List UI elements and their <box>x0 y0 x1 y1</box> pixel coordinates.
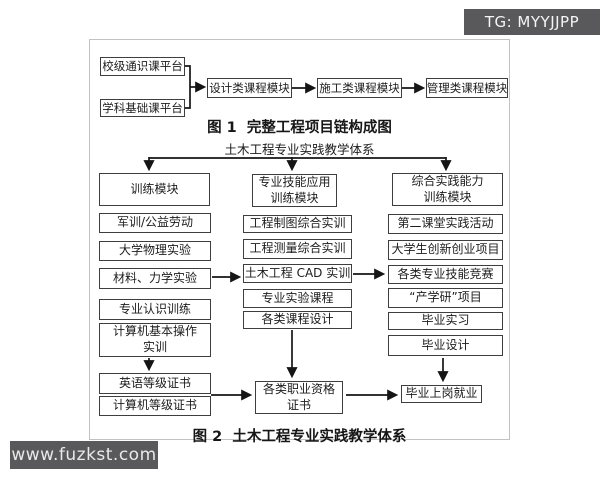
figure2-title: 土木工程专业实践教学体系 <box>224 142 375 157</box>
header-line: 综合实践能力 <box>411 173 484 188</box>
node-material-mechanics-experiment: 材料、力学实验 <box>99 268 211 289</box>
header-line: 训练模块 <box>270 190 319 205</box>
node-line: 证书 <box>286 397 311 412</box>
node-computer-basic-operation: 计算机基本操作 实训 <box>99 323 211 357</box>
node-military-training: 军训/公益劳动 <box>99 213 211 233</box>
node-vocational-qualification-certificate: 各类职业资格 证书 <box>255 381 343 414</box>
node-skill-contest: 各类专业技能竞赛 <box>388 265 503 284</box>
node-school-general-platform: 校级通识课平台 <box>100 57 185 76</box>
figure2-caption: 图 2 土木工程专业实践教学体系 <box>192 429 407 445</box>
node-design-course-module: 设计类课程模块 <box>207 78 292 98</box>
node-graduation-internship: 毕业实习 <box>388 312 503 330</box>
node-professional-cognition-training: 专业认识训练 <box>99 299 211 320</box>
node-management-course-module: 管理类课程模块 <box>426 78 508 98</box>
figure1-caption: 图 1 完整工程项目链构成图 <box>207 120 392 136</box>
node-industry-study-research-project: “产学研”项目 <box>388 288 503 308</box>
site-watermark-badge: www.fuzkst.com <box>10 441 158 469</box>
node-graduation-design: 毕业设计 <box>388 335 503 356</box>
node-skill-application-header: 专业技能应用 训练模块 <box>252 174 337 207</box>
node-physics-experiment: 大学物理实验 <box>99 241 211 261</box>
node-training-module-header: 训练模块 <box>99 173 210 206</box>
node-survey-training: 工程测量综合实训 <box>243 239 352 259</box>
node-subject-basic-platform: 学科基础课平台 <box>100 99 185 117</box>
node-line: 计算机基本操作 <box>112 324 197 339</box>
node-second-classroom: 第二课堂实践活动 <box>388 214 503 234</box>
node-english-certificate: 英语等级证书 <box>99 373 211 394</box>
node-line: 实训 <box>142 340 167 354</box>
node-innovation-project: 大学生创新创业项目 <box>388 240 503 260</box>
node-construction-course-module: 施工类课程模块 <box>317 78 402 98</box>
header-line: 专业技能应用 <box>258 174 331 189</box>
node-course-design: 各类课程设计 <box>243 311 352 329</box>
node-line: 各类职业资格 <box>262 381 335 396</box>
node-computer-certificate: 计算机等级证书 <box>99 396 211 416</box>
node-comprehensive-practice-header: 综合实践能力 训练模块 <box>392 173 503 206</box>
node-graduation-employment: 毕业上岗就业 <box>401 385 482 403</box>
node-drawing-training: 工程制图综合实训 <box>243 215 352 233</box>
header-line: 训练模块 <box>423 189 472 204</box>
tg-watermark-badge: TG: MYYJJPP <box>464 9 600 35</box>
node-cad-training: 土木工程 CAD 实训 <box>243 264 352 283</box>
node-professional-experiment-course: 专业实验课程 <box>243 289 352 308</box>
